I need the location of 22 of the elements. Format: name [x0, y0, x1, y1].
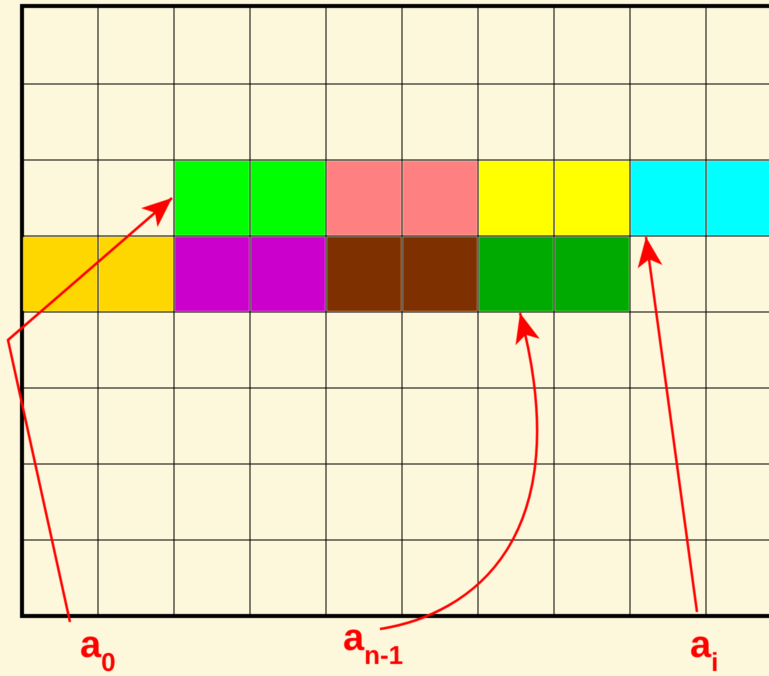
color-block — [327, 237, 401, 311]
color-block — [327, 161, 401, 235]
color-block — [403, 237, 477, 311]
color-block — [403, 161, 477, 235]
color-block — [631, 161, 705, 235]
color-block — [555, 237, 629, 311]
color-block — [479, 237, 553, 311]
color-block — [175, 161, 249, 235]
leader-line — [6, 197, 173, 622]
element-label: a$_{0}$ — [80, 625, 116, 676]
color-block — [175, 237, 249, 311]
leader-line — [380, 312, 539, 630]
color-block — [251, 237, 325, 311]
color-block — [555, 161, 629, 235]
color-block — [99, 237, 173, 311]
leader-line — [638, 236, 698, 612]
color-block — [707, 161, 769, 235]
element-label: a$_{n-1}$ — [343, 618, 404, 675]
color-block — [251, 161, 325, 235]
color-block — [23, 237, 97, 311]
element-label: a$_{i}$ — [690, 625, 718, 676]
color-block — [479, 161, 553, 235]
